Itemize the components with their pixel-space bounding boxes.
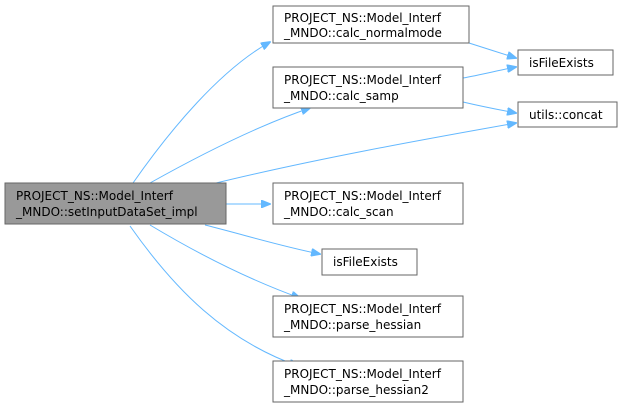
node-calc-scan-line1: PROJECT_NS::Model_Interf xyxy=(284,189,442,203)
edge-root-to-parse-hessian2 xyxy=(129,225,298,366)
node-calc-scan[interactable]: PROJECT_NS::Model_Interf _MNDO::calc_sca… xyxy=(272,182,464,225)
node-calc-scan-line2: _MNDO::calc_scan xyxy=(283,205,394,219)
node-parse-hessian-line2: _MNDO::parse_hessian xyxy=(283,318,421,332)
node-isfileexists-b-label: isFileExists xyxy=(333,255,398,269)
node-parse-hessian2-line1: PROJECT_NS::Model_Interf xyxy=(284,367,442,381)
node-calc-normalmode[interactable]: PROJECT_NS::Model_Interf _MNDO::calc_nor… xyxy=(272,5,470,44)
edge-calc-normalmode-to-isfileexists-a xyxy=(468,42,516,58)
node-calc-normalmode-line1: PROJECT_NS::Model_Interf xyxy=(284,11,442,25)
edge-root-to-utils-concat xyxy=(211,123,516,185)
node-root-line2: _MNDO::setInputDataSet_impl xyxy=(15,205,198,219)
edge-root-to-parse-hessian xyxy=(149,224,300,298)
edge-root-to-calc-samp xyxy=(149,108,310,184)
edge-calc-samp-to-isfileexists-a xyxy=(462,67,516,79)
node-parse-hessian[interactable]: PROJECT_NS::Model_Interf _MNDO::parse_he… xyxy=(272,295,464,338)
node-isfileexists-b[interactable]: isFileExists xyxy=(321,248,418,276)
node-root-line1: PROJECT_NS::Model_Interf xyxy=(16,189,174,203)
node-parse-hessian2[interactable]: PROJECT_NS::Model_Interf _MNDO::parse_he… xyxy=(272,360,464,403)
node-isfileexists-a-label: isFileExists xyxy=(529,56,594,70)
edge-root-to-isfileexists-b xyxy=(204,224,320,254)
node-calc-samp-line2: _MNDO::calc_samp xyxy=(283,89,399,103)
node-utils-concat-label: utils::concat xyxy=(529,108,603,122)
node-parse-hessian2-line2: _MNDO::parse_hessian2 xyxy=(283,383,429,397)
node-root[interactable]: PROJECT_NS::Model_Interf _MNDO::setInput… xyxy=(4,182,227,225)
node-calc-samp[interactable]: PROJECT_NS::Model_Interf _MNDO::calc_sam… xyxy=(272,66,464,109)
edges xyxy=(129,42,516,366)
edge-calc-samp-to-utils-concat xyxy=(462,101,516,113)
node-calc-samp-line1: PROJECT_NS::Model_Interf xyxy=(284,73,442,87)
node-isfileexists-a[interactable]: isFileExists xyxy=(517,49,614,76)
node-utils-concat[interactable]: utils::concat xyxy=(517,101,618,128)
edge-root-to-calc-normalmode xyxy=(132,42,270,184)
node-calc-normalmode-line2: _MNDO::calc_normalmode xyxy=(283,26,442,40)
node-parse-hessian-line1: PROJECT_NS::Model_Interf xyxy=(284,302,442,316)
